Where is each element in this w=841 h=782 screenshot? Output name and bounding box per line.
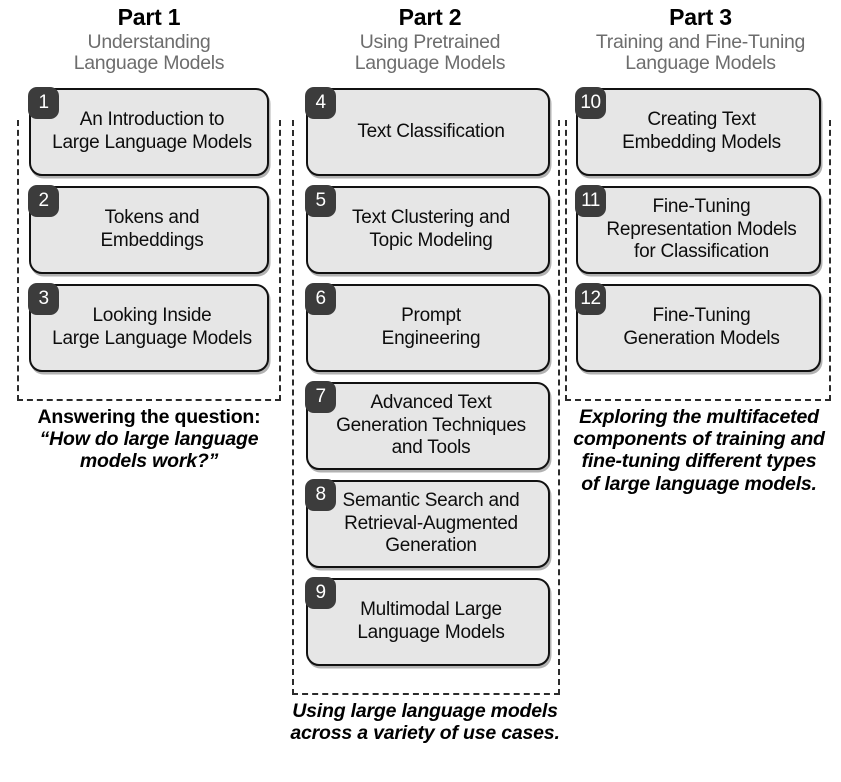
chapter-number-badge: 2 bbox=[28, 185, 59, 217]
chapter-title-line: Generation bbox=[385, 535, 477, 557]
chapter-title-line: Advanced Text bbox=[370, 392, 492, 414]
chapter-box-7[interactable]: 7 Advanced Text Generation Techniques an… bbox=[305, 381, 550, 470]
part-1-subtitle: Understanding Language Models bbox=[0, 30, 298, 75]
chapter-title: Multimodal Large Language Models bbox=[343, 599, 512, 644]
part-3-chapter-list: 10 Creating Text Embedding Models 11 Fin… bbox=[575, 87, 821, 382]
part-3-caption: Exploring the multifaceted components of… bbox=[563, 406, 835, 495]
part-1-caption-lead: Answering the question: bbox=[37, 406, 261, 428]
part-1-subtitle-line-2: Language Models bbox=[73, 52, 225, 75]
chapter-box-6[interactable]: 6 Prompt Engineering bbox=[305, 283, 550, 372]
chapter-number-badge: 6 bbox=[305, 283, 336, 315]
chapter-title-line: Fine-Tuning bbox=[652, 305, 751, 327]
part-1-caption-line: “How do large language bbox=[39, 428, 259, 451]
chapter-title-line: Large Language Models bbox=[52, 328, 252, 349]
chapter-title-line: Multimodal Large bbox=[360, 599, 502, 621]
chapter-box-9[interactable]: 9 Multimodal Large Language Models bbox=[305, 577, 550, 666]
part-column-3: Part 3 Training and Fine-Tuning Language… bbox=[560, 0, 841, 75]
chapter-title-line: Topic Modeling bbox=[369, 230, 493, 251]
part-2-title: Part 2 bbox=[398, 4, 462, 30]
chapter-title-line: Generation Techniques bbox=[336, 414, 526, 436]
chapter-title-line: and Tools bbox=[391, 437, 471, 459]
part-1-caption-line: models work?” bbox=[79, 450, 219, 473]
chapter-title-line: Text Clustering and bbox=[352, 207, 510, 229]
chapter-title-line: Retrieval-Augmented bbox=[344, 512, 518, 534]
chapter-number-badge: 7 bbox=[305, 381, 336, 413]
chapter-number-badge: 3 bbox=[28, 283, 59, 315]
part-2-subtitle-line-2: Language Models bbox=[354, 52, 506, 75]
chapter-box-4[interactable]: 4 Text Classification bbox=[305, 87, 550, 176]
chapter-title-line: Representation Models bbox=[606, 218, 797, 240]
part-3-subtitle: Training and Fine-Tuning Language Models bbox=[560, 30, 841, 75]
chapter-title: Tokens and Embeddings bbox=[86, 207, 211, 252]
chapter-box-5[interactable]: 5 Text Clustering and Topic Modeling bbox=[305, 185, 550, 274]
part-3-subtitle-line-2: Language Models bbox=[625, 52, 776, 75]
chapter-box-8[interactable]: 8 Semantic Search and Retrieval-Augmente… bbox=[305, 479, 550, 568]
chapter-number-badge: 1 bbox=[28, 87, 59, 119]
chapter-number-badge: 4 bbox=[305, 87, 336, 119]
chapter-box-12[interactable]: 12 Fine-Tuning Generation Models bbox=[575, 283, 821, 372]
chapter-title-line: Creating Text bbox=[647, 109, 756, 131]
chapter-title-line: Text Classification bbox=[357, 120, 505, 142]
chapter-box-1[interactable]: 1 An Introduction to Large Language Mode… bbox=[28, 87, 269, 176]
chapter-title: Fine-Tuning Generation Models bbox=[609, 305, 787, 350]
chapter-title-line: Embeddings bbox=[100, 230, 204, 251]
chapter-title: Text Classification bbox=[343, 121, 512, 144]
part-3-caption-line: of large language models. bbox=[581, 472, 817, 495]
chapter-title-line: Tokens and bbox=[104, 207, 200, 229]
chapter-number-badge: 8 bbox=[305, 479, 336, 511]
chapter-box-10[interactable]: 10 Creating Text Embedding Models bbox=[575, 87, 821, 176]
part-2-heading: Part 2 Using Pretrained Language Models bbox=[285, 0, 575, 75]
chapter-number-badge: 5 bbox=[305, 185, 336, 217]
chapter-number-badge: 9 bbox=[305, 577, 336, 609]
chapter-title-line: Looking Inside bbox=[92, 305, 212, 327]
chapter-title: Fine-Tuning Representation Models for Cl… bbox=[592, 196, 804, 264]
part-2-caption-line: Using large language models bbox=[292, 700, 558, 722]
chapter-box-3[interactable]: 3 Looking Inside Large Language Models bbox=[28, 283, 269, 372]
chapter-title-line: Generation Models bbox=[623, 328, 780, 349]
chapter-title: Creating Text Embedding Models bbox=[608, 109, 789, 154]
chapter-title: Semantic Search and Retrieval-Augmented … bbox=[329, 490, 528, 558]
part-2-caption-line: across a variety of use cases. bbox=[290, 722, 560, 745]
part-3-caption-line: components of training and bbox=[573, 428, 825, 451]
chapter-number-badge: 11 bbox=[575, 185, 606, 217]
part-2-caption: Using large language models across a var… bbox=[288, 700, 562, 744]
part-3-caption-line: fine-tuning different types bbox=[581, 450, 817, 473]
chapter-box-11[interactable]: 11 Fine-Tuning Representation Models for… bbox=[575, 185, 821, 274]
part-3-title: Part 3 bbox=[669, 4, 732, 30]
part-column-1: Part 1 Understanding Language Models bbox=[0, 0, 298, 75]
chapter-title-line: Large Language Models bbox=[52, 132, 252, 153]
chapter-title-line: Fine-Tuning bbox=[652, 196, 751, 218]
chapter-title-line: Embedding Models bbox=[622, 132, 781, 153]
part-2-subtitle-line-1: Using Pretrained bbox=[359, 30, 501, 53]
chapter-title: An Introduction to Large Language Models bbox=[38, 109, 260, 154]
part-1-title: Part 1 bbox=[117, 4, 181, 30]
part-3-heading: Part 3 Training and Fine-Tuning Language… bbox=[560, 0, 841, 75]
chapter-title-line: Language Models bbox=[357, 622, 505, 643]
part-3-caption-line: Exploring the multifaceted bbox=[579, 406, 819, 428]
chapter-title: Looking Inside Large Language Models bbox=[38, 305, 260, 350]
chapter-title: Text Clustering and Topic Modeling bbox=[338, 207, 518, 252]
chapter-title-line: for Classification bbox=[634, 241, 769, 263]
chapter-title-line: Prompt bbox=[401, 305, 461, 327]
part-3-subtitle-line-1: Training and Fine-Tuning bbox=[595, 30, 806, 53]
chapter-box-2[interactable]: 2 Tokens and Embeddings bbox=[28, 185, 269, 274]
chapter-number-badge: 12 bbox=[575, 283, 606, 315]
part-column-2: Part 2 Using Pretrained Language Models bbox=[285, 0, 575, 75]
part-1-heading: Part 1 Understanding Language Models bbox=[0, 0, 298, 75]
part-1-chapter-list: 1 An Introduction to Large Language Mode… bbox=[28, 87, 269, 382]
chapter-title-line: An Introduction to bbox=[79, 109, 225, 131]
part-2-chapter-list: 4 Text Classification 5 Text Clustering … bbox=[305, 87, 550, 676]
chapter-title: Advanced Text Generation Techniques and … bbox=[322, 392, 534, 460]
part-2-subtitle: Using Pretrained Language Models bbox=[285, 30, 575, 75]
chapter-title-line: Engineering bbox=[381, 328, 481, 349]
chapter-title-line: Semantic Search and bbox=[342, 490, 520, 512]
chapter-title: Prompt Engineering bbox=[368, 305, 489, 350]
part-1-subtitle-line-1: Understanding bbox=[87, 30, 211, 53]
chapter-number-badge: 10 bbox=[575, 87, 606, 119]
part-1-caption: Answering the question: “How do large la… bbox=[10, 406, 288, 473]
